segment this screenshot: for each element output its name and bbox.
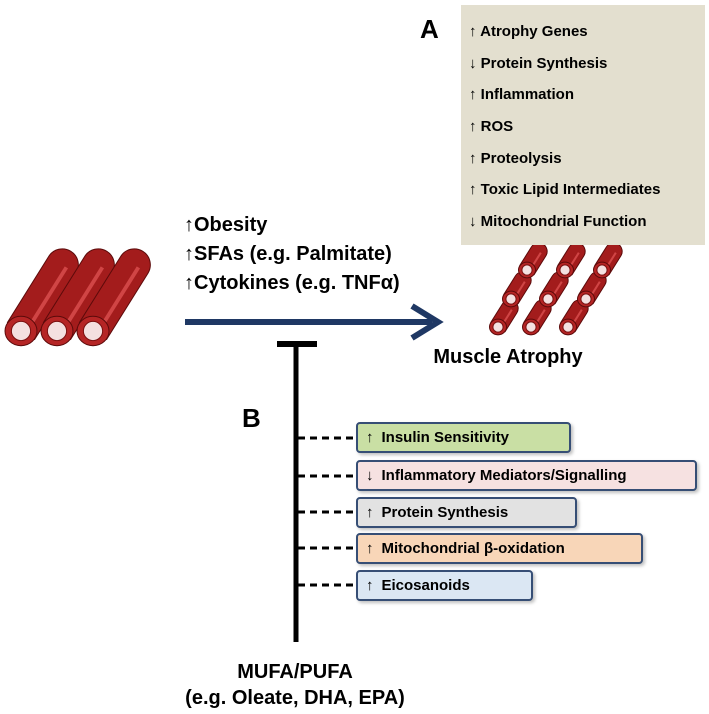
factor-item: ↑Obesity [184, 211, 400, 240]
panel-b-item-text: Mitochondrial β-oxidation [381, 540, 565, 557]
panel-a-item: ↑ Inflammation [469, 82, 705, 114]
panel-b-item: ↑ Mitochondrial β-oxidation [356, 533, 643, 564]
panel-a-item: ↑ ROS [469, 114, 705, 146]
dashed-connectors [298, 436, 354, 587]
panel-b-item: ↑ Eicosanoids [356, 570, 533, 601]
factor-item: ↑SFAs (e.g. Palmitate) [184, 240, 400, 269]
atrophied-fiber-core [596, 264, 608, 276]
atrophied-fiber-core [580, 293, 592, 305]
muscle-atrophy-label: Muscle Atrophy [433, 346, 583, 368]
arrow-glyph: ↑ [184, 272, 194, 294]
panel-a-item-text: Mitochondrial Function [480, 213, 647, 231]
intervention-label: MUFA/PUFA (e.g. Oleate, DHA, EPA) [180, 659, 410, 711]
panel-a-item-text: Inflammation [480, 86, 575, 104]
arrow-glyph: ↑ [184, 243, 194, 265]
arrow-glyph: ↓ [469, 54, 477, 72]
factor-text: Obesity [194, 214, 268, 236]
panel-b-item: ↓ Inflammatory Mediators/Signalling [356, 460, 697, 491]
atrophied-fiber-core [542, 293, 554, 305]
arrow-glyph: ↑ [469, 149, 477, 167]
atrophied-muscle-fibers [489, 242, 623, 336]
factor-text: Cytokines (e.g. TNFα) [194, 272, 400, 294]
panel-a-box: ↑ Atrophy Genes ↓ Protein Synthesis ↑ In… [461, 5, 705, 245]
inhibition-bar [277, 341, 317, 642]
atrophied-fiber-core [562, 321, 574, 333]
panel-a-item-text: Toxic Lipid Intermediates [480, 181, 661, 199]
arrow-glyph: ↑ [366, 540, 374, 557]
arrow-glyph: ↑ [366, 429, 374, 446]
panel-a-item: ↑ Atrophy Genes [469, 19, 705, 51]
healthy-fiber-core [82, 320, 104, 342]
arrow-glyph: ↑ [469, 23, 477, 40]
panel-a-item-text: Atrophy Genes [480, 23, 588, 40]
panel-a-list: ↑ Atrophy Genes ↓ Protein Synthesis ↑ In… [461, 5, 705, 241]
panel-b-item-text: Insulin Sensitivity [381, 429, 510, 446]
arrow-glyph: ↑ [366, 504, 374, 521]
atrophied-fiber-core [525, 321, 537, 333]
risk-factors: ↑Obesity ↑SFAs (e.g. Palmitate) ↑Cytokin… [184, 211, 400, 298]
healthy-fiber-core [46, 320, 68, 342]
atrophied-fiber-core [505, 293, 517, 305]
panel-a-label: A [420, 14, 439, 44]
panel-a-item-text: Protein Synthesis [480, 54, 608, 72]
panel-b-item: ↑ Protein Synthesis [356, 497, 577, 528]
panel-b-item-text: Inflammatory Mediators/Signalling [381, 467, 627, 484]
panel-b-item: ↑ Insulin Sensitivity [356, 422, 571, 453]
panel-b-label: B [242, 403, 261, 433]
arrow-glyph: ↑ [469, 118, 477, 136]
arrow-glyph: ↑ [184, 214, 194, 236]
intervention-line2: (e.g. Oleate, DHA, EPA) [185, 687, 405, 709]
arrow-glyph: ↓ [469, 213, 477, 231]
factor-item: ↑Cytokines (e.g. TNFα) [184, 269, 400, 298]
panel-a-item-text: Proteolysis [480, 149, 562, 167]
panel-a-item: ↓ Protein Synthesis [469, 51, 705, 83]
healthy-muscle-fibers [4, 248, 151, 347]
panel-b-item-text: Eicosanoids [381, 577, 470, 594]
atrophied-fiber-core [521, 264, 533, 276]
arrow-glyph: ↑ [366, 577, 374, 594]
arrow-glyph: ↑ [469, 181, 477, 199]
main-arrow [185, 303, 444, 341]
panel-a-item: ↑ Toxic Lipid Intermediates [469, 177, 705, 209]
panel-a-item-text: ROS [480, 118, 514, 136]
arrow-glyph: ↓ [366, 467, 374, 484]
healthy-fiber-core [10, 320, 32, 342]
atrophied-fiber-core [559, 264, 571, 276]
panel-b-item-text: Protein Synthesis [381, 504, 509, 521]
panel-a-item: ↑ Proteolysis [469, 146, 705, 178]
factor-text: SFAs (e.g. Palmitate) [194, 243, 392, 265]
arrow-glyph: ↑ [469, 86, 477, 104]
panel-a-item: ↓ Mitochondrial Function [469, 209, 705, 241]
atrophied-fiber-core [492, 321, 504, 333]
intervention-line1: MUFA/PUFA [237, 661, 353, 683]
